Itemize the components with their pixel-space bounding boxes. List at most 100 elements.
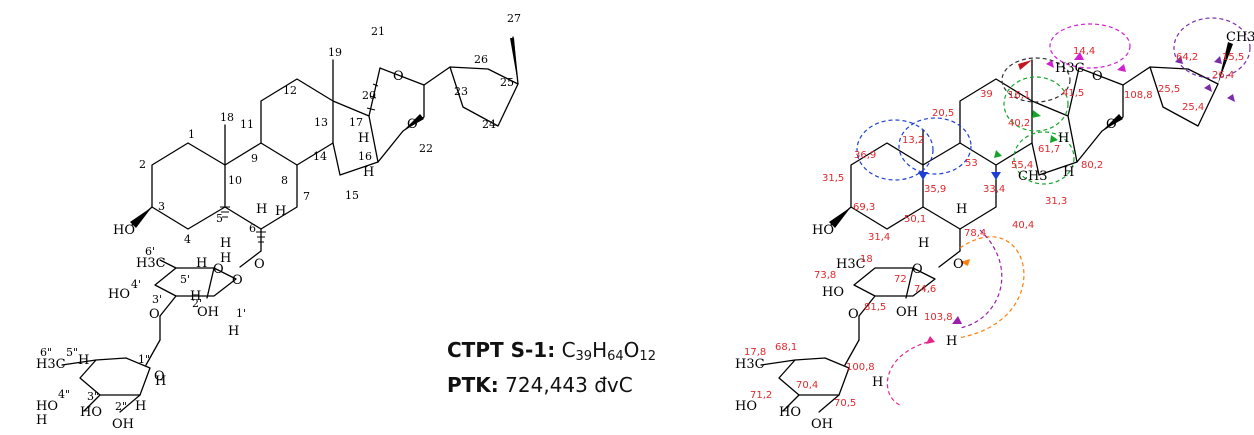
- left-atom-h5p: H: [196, 256, 207, 271]
- left-pos-21: 21: [371, 25, 385, 38]
- left-atom-h4pp: H: [36, 413, 47, 428]
- molecular-mass: 724,443 đvC: [505, 373, 633, 397]
- left-pos-2pp: 2": [115, 400, 127, 413]
- shift-c13: 40,2: [1008, 118, 1030, 129]
- left-pos-14: 14: [313, 150, 327, 163]
- right-atom-4pp-hydroxyl: HO: [735, 399, 757, 414]
- shift-c9: 53: [965, 158, 978, 169]
- shift-c7: 40,4: [1012, 220, 1034, 231]
- shift-c20: 41,5: [1062, 88, 1084, 99]
- left-pos-3: 3: [158, 200, 165, 213]
- left-pos-19: 19: [328, 46, 342, 59]
- mass-row: PTK: 724,443 đvC: [447, 371, 656, 399]
- left-pos-4pp: 4": [58, 388, 70, 401]
- shift-c14: 55,4: [1011, 160, 1033, 171]
- left-pos-17: 17: [349, 116, 363, 129]
- shift-c25: 26,4: [1212, 70, 1234, 81]
- shift-c10: 35,9: [924, 184, 946, 195]
- shift-c3pp: 70,4: [796, 380, 818, 391]
- left-pos-1: 1: [188, 128, 195, 141]
- right-atom-h17: H: [1058, 131, 1069, 146]
- shift-c2pp: 70,5: [834, 398, 856, 409]
- shift-c24: 25,4: [1182, 102, 1204, 113]
- right-structure: HO O O O O HO O OH HO HO OH H H H H H H …: [735, 17, 1254, 432]
- left-pos-25: 25: [500, 76, 514, 89]
- left-atom-h16: H: [363, 165, 374, 180]
- right-atom-3-hydroxyl: HO: [812, 223, 834, 238]
- left-atom-h1pp: H: [155, 374, 166, 389]
- shift-c15: 31,3: [1045, 196, 1067, 207]
- shift-c27: 15,5: [1222, 52, 1244, 63]
- formula-row: CTPT S-1: C39H64O12: [447, 336, 656, 371]
- left-atom-anomeric-oxygen: O: [232, 273, 243, 288]
- right-atom-ch3-19: CH3: [1018, 169, 1048, 184]
- shift-c3: 69,3: [853, 202, 875, 213]
- right-atom-ch3-27: CH3: [1226, 30, 1254, 45]
- left-atom-ring-f-oxygen: O: [407, 117, 418, 132]
- shift-c11: 20,5: [932, 108, 954, 119]
- shift-c19: 13,2: [902, 135, 924, 146]
- left-pos-10: 10: [228, 174, 242, 187]
- hmbc-markers: [918, 52, 1235, 344]
- left-pos-3pp: 3": [87, 390, 99, 403]
- left-pos-2p: 2': [192, 297, 202, 310]
- right-atom-h16: H: [1063, 165, 1074, 180]
- compound-info: CTPT S-1: C39H64O12 PTK: 724,443 đvC: [447, 336, 656, 399]
- right-atom-2p-hydroxyl: OH: [896, 305, 918, 320]
- left-pos-8: 8: [281, 174, 288, 187]
- shift-c21: 14,4: [1073, 46, 1095, 57]
- shift-c4p: 73,8: [814, 270, 836, 281]
- left-pos-23: 23: [454, 85, 468, 98]
- right-atom-linkage-oxygen: O: [848, 307, 859, 322]
- shift-c26: 64,2: [1176, 52, 1198, 63]
- left-atom-h4p: H: [220, 251, 231, 266]
- shift-c18: 16,1: [1008, 90, 1030, 101]
- right-atom-h1p: H: [946, 334, 957, 349]
- left-atom-h2pp: H: [135, 399, 146, 414]
- left-atom-h17: H: [358, 131, 369, 146]
- left-atom-linkage-oxygen: O: [149, 307, 160, 322]
- left-pos-24: 24: [482, 118, 496, 131]
- shift-c5pp: 68,1: [775, 342, 797, 353]
- shift-c2p: 74,6: [914, 284, 936, 295]
- left-atom-h3c-6pp: H3C: [36, 357, 66, 372]
- left-pos-5: 5: [216, 212, 223, 225]
- left-pos-15: 15: [345, 189, 359, 202]
- left-atom-h5pp: H: [78, 353, 89, 368]
- left-atom-3-hydroxyl: HO: [113, 223, 135, 238]
- left-pos-27: 27: [507, 12, 521, 25]
- shift-c8: 33,4: [983, 184, 1005, 195]
- left-atom-h5: H: [220, 236, 231, 251]
- left-pos-18: 18: [220, 111, 234, 124]
- shift-c6pp: 17,8: [744, 347, 766, 358]
- left-pos-6pp: 6": [40, 346, 52, 359]
- left-atom-6-ether-oxygen: O: [254, 257, 265, 272]
- shift-c16: 80,2: [1081, 160, 1103, 171]
- left-atom-2pp-hydroxyl: OH: [112, 417, 134, 431]
- right-atom-h3c-6p: H3C: [836, 257, 866, 272]
- right-atom-3pp-hydroxyl: HO: [779, 405, 801, 420]
- right-atom-4p-hydroxyl: HO: [822, 285, 844, 300]
- shift-c12: 39: [980, 89, 993, 100]
- left-pos-6p: 6': [145, 245, 155, 258]
- left-pos-22: 22: [419, 142, 433, 155]
- right-atom-h6: H: [956, 202, 967, 217]
- right-atom-6-ether-oxygen: O: [953, 257, 964, 272]
- left-pos-11: 11: [240, 118, 254, 131]
- left-atom-4pp-hydroxyl: HO: [36, 399, 58, 414]
- shift-c3p: 81,5: [864, 302, 886, 313]
- shift-c6: 78,4: [964, 228, 986, 239]
- left-pos-5pp: 5": [66, 346, 78, 359]
- left-atom-2p-hydroxyl: OH: [197, 305, 219, 320]
- left-atom-h3c-6p: H3C: [136, 256, 166, 271]
- shift-c23: 25,5: [1158, 84, 1180, 95]
- molecular-formula: C39H64O12: [561, 338, 656, 364]
- left-atom-h1p: H: [228, 324, 239, 339]
- shift-c5p: 72: [894, 274, 907, 285]
- left-pos-13: 13: [314, 116, 328, 129]
- left-atom-h7: H: [275, 204, 286, 219]
- shift-c17: 61,7: [1038, 144, 1060, 155]
- left-atom-sugar1-ring-oxygen: O: [213, 262, 224, 277]
- left-pos-12: 12: [283, 84, 297, 97]
